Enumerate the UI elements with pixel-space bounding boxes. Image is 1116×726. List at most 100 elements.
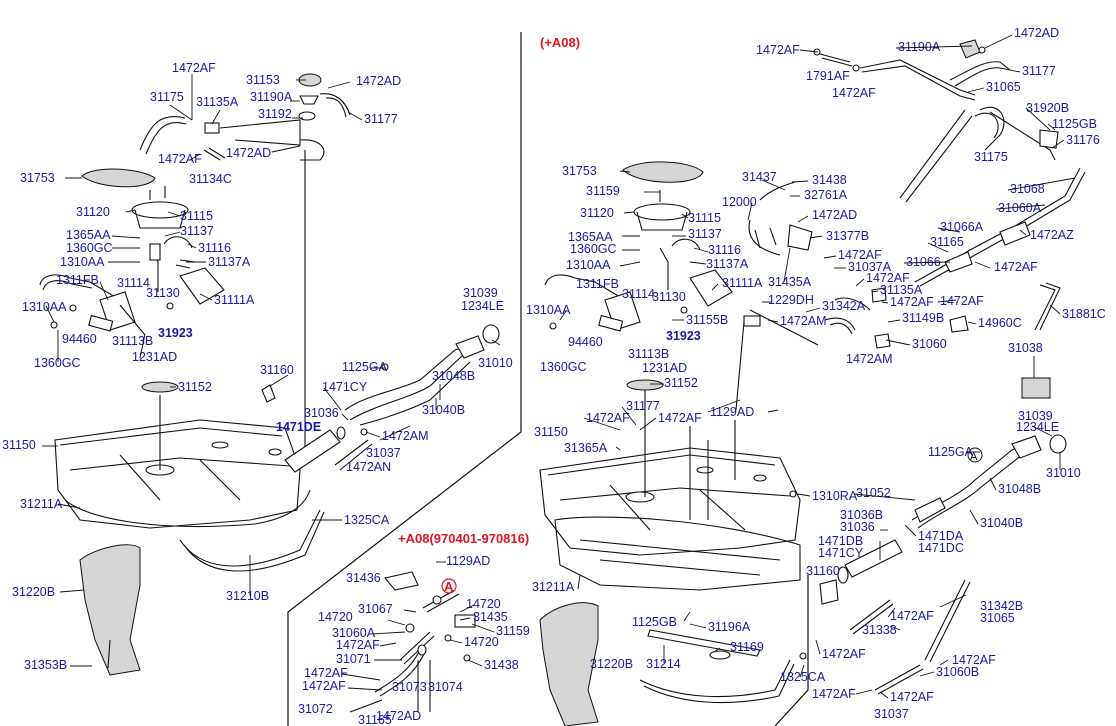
leader-line [167, 211, 181, 217]
part-label-1472af: 1472AF [940, 294, 984, 308]
part-label-31111a: 31111A [722, 276, 763, 290]
part-label-31377b: 31377B [826, 229, 869, 243]
leader-line [57, 503, 81, 509]
leader-line [459, 617, 471, 621]
leader-line [491, 339, 501, 346]
leader-line [1051, 139, 1065, 149]
part-label-31066: 31066 [906, 255, 941, 269]
part-label-31137: 31137 [180, 224, 214, 238]
leader-line [809, 235, 823, 239]
leader-line [967, 87, 985, 93]
leader-line [937, 299, 957, 303]
part-label-31149b: 31149B [902, 311, 944, 325]
leader-line [1019, 229, 1027, 236]
part-label-31342a: 31342A [822, 299, 866, 313]
leader-line [623, 211, 635, 214]
leader-line [621, 406, 637, 426]
leader-line [887, 319, 901, 323]
part-label-31116: 31116 [198, 241, 231, 255]
leader-line-layer [42, 34, 1076, 699]
leader-line [211, 109, 221, 125]
part-label-1234le: 1234LE [461, 299, 504, 313]
ref-a-marker-right: A [970, 451, 978, 463]
part-label-31130: 31130 [652, 290, 686, 304]
leader-line [639, 417, 657, 431]
part-label-31165: 31165 [930, 235, 964, 249]
section-dividers [287, 32, 809, 726]
part-label-31435: 31435 [473, 610, 508, 624]
part-label-1310aa: 1310AA [22, 300, 67, 314]
leader-line [1025, 107, 1051, 131]
part-label-1472af: 1472AF [812, 687, 856, 701]
leader-line [969, 509, 979, 525]
part-label-31435a: 31435A [768, 275, 812, 289]
part-label-31881c: 31881C [1062, 307, 1106, 321]
part-label-1472an: 1472AN [346, 460, 391, 474]
part-label-31052: 31052 [856, 486, 891, 500]
leader-line [189, 153, 201, 161]
part-label-1325ca: 1325CA [344, 513, 390, 527]
leader-line [111, 235, 141, 239]
part-label-31220b: 31220B [12, 585, 55, 599]
leader-line [139, 333, 146, 359]
part-label-1472af: 1472AF [866, 271, 910, 285]
part-label-1472af: 1472AF [336, 638, 380, 652]
right-assembly-drawing [539, 39, 1086, 726]
part-label-31048b: 31048B [432, 369, 475, 383]
part-label-31036b: 31036B [840, 508, 883, 522]
part-label-31169: 31169 [730, 640, 764, 654]
leader-line [799, 49, 819, 53]
part-label-31175: 31175 [150, 90, 184, 104]
part-label-31135a: 31135A [880, 283, 923, 297]
leader-line [711, 283, 719, 291]
part-label-1472ad: 1472AD [1014, 26, 1059, 40]
leader-line [881, 301, 889, 304]
leader-line [271, 145, 301, 153]
part-label-31176: 31176 [1066, 133, 1100, 147]
part-label-1471da: 1471DA [918, 529, 964, 543]
part-label-32761a: 32761A [804, 188, 848, 202]
part-label-31111a: 31111A [214, 293, 255, 307]
part-label-31120: 31120 [580, 206, 614, 220]
part-label-1472af: 1472AF [304, 666, 348, 680]
leader-line [187, 243, 197, 249]
part-label-31137a: 31137A [208, 255, 251, 269]
leader-line [347, 111, 363, 121]
leader-line [939, 659, 949, 666]
leader-line [323, 387, 342, 411]
part-label-1360gc: 1360GC [570, 242, 617, 256]
part-label-31037: 31037 [874, 707, 909, 721]
part-label-1471dc: 1471DC [918, 541, 964, 555]
part-label-1234le: 1234LE [1016, 420, 1059, 434]
part-label-1472am: 1472AM [846, 352, 893, 366]
leader-line [791, 180, 809, 183]
leader-line [903, 261, 951, 264]
part-label-1310aa: 1310AA [526, 303, 571, 317]
part-label-31923: 31923 [666, 329, 701, 343]
leader-line [467, 659, 483, 667]
part-label-31010: 31010 [478, 356, 513, 370]
leader-line [45, 305, 55, 323]
leader-line [805, 307, 821, 313]
leader-line [683, 611, 691, 622]
part-label-31037: 31037 [366, 446, 401, 460]
part-label-1311fb: 1311FB [576, 277, 619, 291]
part-label-31177: 31177 [364, 112, 398, 126]
part-label-31048b: 31048B [998, 482, 1041, 496]
part-label-31155b: 31155B [686, 313, 728, 327]
leader-line [341, 413, 349, 421]
leader-line [823, 255, 837, 259]
ref-a-circle [441, 578, 457, 594]
part-label-1472af: 1472AF [756, 43, 800, 57]
part-label-31150: 31150 [2, 438, 36, 452]
leader-line [967, 321, 977, 325]
leader-line [871, 290, 879, 293]
leader-line [471, 623, 495, 633]
part-label-1472ad: 1472AD [376, 709, 421, 723]
leader-line [693, 247, 709, 253]
leader-line [125, 209, 136, 213]
leader-line [799, 664, 805, 678]
part-label-1472ad: 1472AD [812, 208, 857, 222]
part-label-31353b: 31353B [24, 658, 67, 672]
part-label-31060: 31060 [912, 337, 947, 351]
